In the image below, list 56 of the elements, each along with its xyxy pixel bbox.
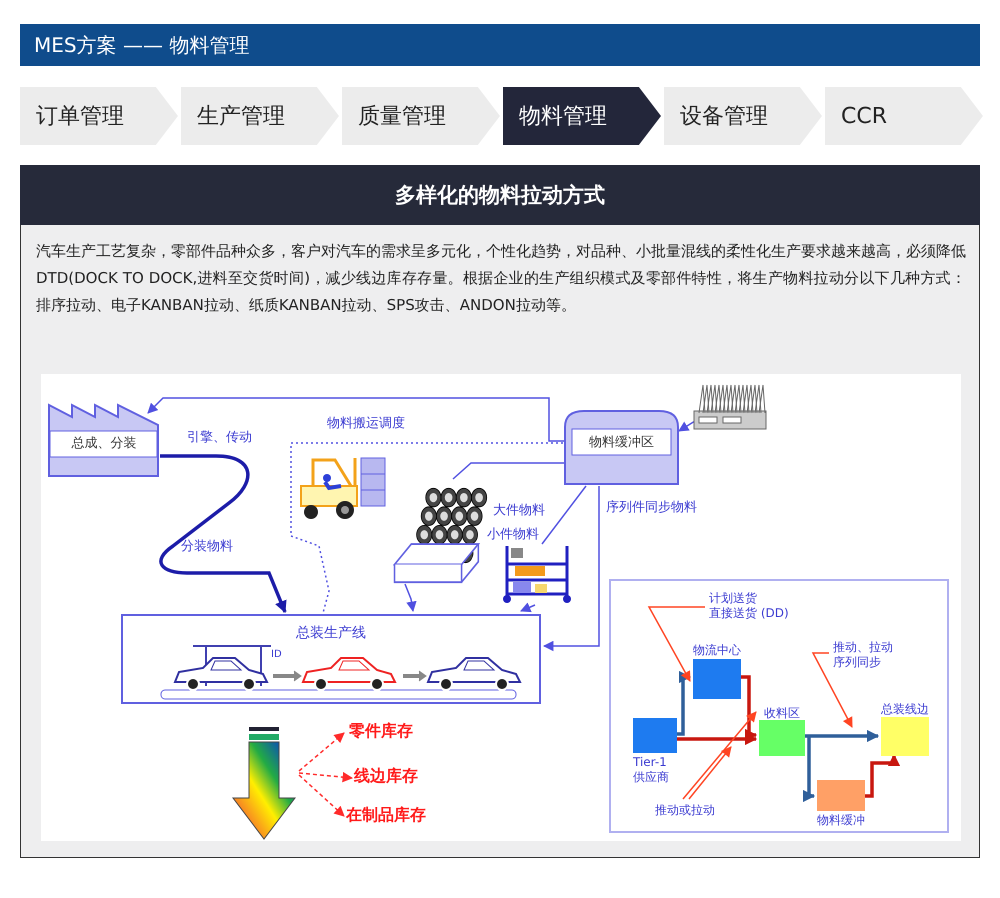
edge-label: 物料搬运调度 [326, 414, 406, 432]
arrow [863, 754, 900, 798]
edge-label: 序列件同步物料 [605, 498, 698, 516]
callout-text: 推动或拉动 [655, 803, 727, 821]
part-label: 分装物料 [181, 538, 233, 555]
tab: 生产管理 [181, 87, 339, 145]
title-bar: MES方案 —— 物料管理 [20, 24, 980, 66]
connector-line [290, 442, 563, 614]
tab: 订单管理 [20, 87, 178, 145]
factory-shape [48, 401, 160, 477]
box-label: 物流中心 [693, 643, 741, 658]
connector-line [541, 486, 587, 544]
box-label: 物料缓冲 [817, 813, 865, 828]
tab: CCR [825, 87, 983, 145]
arrow [803, 730, 880, 742]
arrow [404, 584, 417, 612]
arrow [682, 711, 757, 800]
item-caption: 小件物料 [487, 526, 539, 543]
tab: 质量管理 [342, 87, 500, 145]
flow-frame [609, 579, 949, 833]
arrow [298, 772, 354, 782]
leader-line [688, 746, 732, 800]
parts-cart-drawing [501, 544, 573, 604]
description-text: 汽车生产工艺复杂，零部件品种众多，客户对汽车的需求呈多元化，个性化趋势，对品种、小批量混线的柔性化生产要求越来越高，必须降低DTD(DOCK TO DOCK,进料至交货时间)，减少线边库存存量。根据企业的生产组织模式及零部件特性，将生产物料拉动分以下几种方式：排序拉动、电子KANBAN拉动、纸质KANBAN拉动、SPS攻击、ANDON拉动等。 [36, 241, 966, 316]
callout-text: 推动、拉动 序列同步 [833, 640, 903, 672]
factory-label: 总成、分装 [70, 435, 138, 452]
item-caption: 大件物料 [493, 502, 545, 519]
box-label: Tier-1 供应商 [633, 755, 670, 785]
arrow [147, 397, 564, 442]
gradient-down-arrow-icon [231, 726, 297, 841]
arrow [520, 602, 536, 612]
buffer-shape [564, 409, 679, 485]
panel-heading: 多样化的物料拉动方式 [20, 165, 980, 225]
part-label: ID [271, 649, 282, 660]
arrow [542, 486, 600, 652]
edge-label: 引擎、传动 [186, 428, 253, 446]
arrow [298, 774, 345, 817]
content-panel [20, 165, 980, 858]
arrow [648, 606, 705, 682]
connector-line [452, 462, 564, 480]
arrow [802, 737, 816, 802]
line-heading: 总装生产线 [295, 624, 367, 642]
box-label: 总装线边 [881, 702, 929, 717]
tab: 物料管理 [503, 87, 661, 145]
tab: 设备管理 [664, 87, 822, 145]
inventory-text: 线边库存 [354, 766, 438, 790]
grating-icon [693, 383, 767, 430]
arrow [298, 732, 345, 772]
buffer-label: 物料缓冲区 [588, 434, 655, 451]
inventory-text: 在制品库存 [346, 805, 446, 829]
inventory-text: 零件库存 [349, 721, 433, 745]
arrow [159, 454, 287, 614]
box-label: 收料区 [763, 706, 801, 721]
arrow [678, 420, 696, 432]
callout-text: 计划送货 直接送货 (DD) [709, 591, 801, 623]
leader-line [812, 652, 853, 728]
